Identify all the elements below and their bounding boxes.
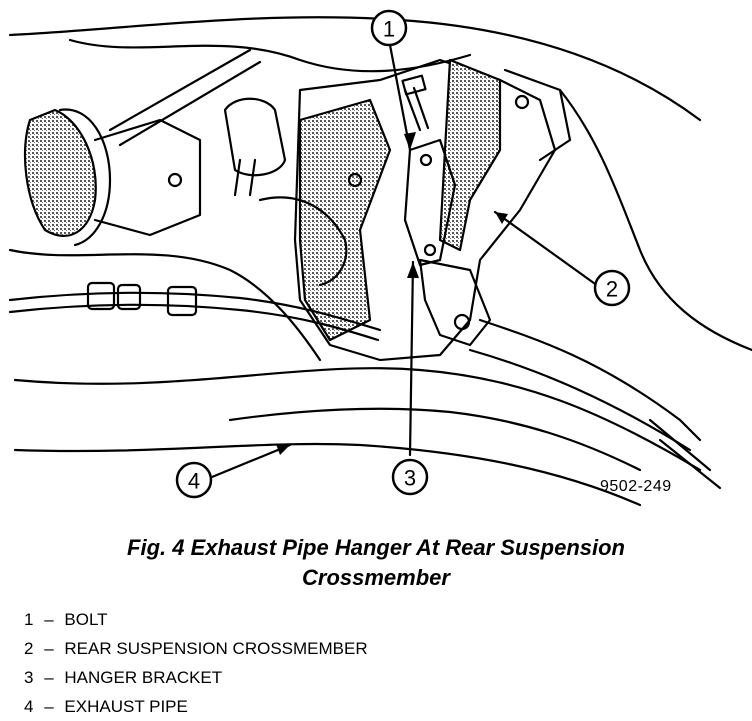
shock-stud xyxy=(233,158,257,197)
crossmember-lower-rail-2 xyxy=(468,348,692,452)
brake-line xyxy=(8,291,382,332)
callout-circle-2 xyxy=(593,269,631,307)
leader-line-4 xyxy=(210,443,292,479)
leader-line-3 xyxy=(408,260,415,457)
legend-number: 3 xyxy=(24,668,34,687)
body-contour xyxy=(8,248,322,362)
bolt-shank xyxy=(403,86,430,132)
left-mount-bracket xyxy=(93,118,202,237)
parts-legend: 1 – BOLT 2 – REAR SUSPENSION CROSSMEMBER… xyxy=(24,605,368,721)
legend-label: REAR SUSPENSION CROSSMEMBER xyxy=(64,639,368,658)
legend-dash: – xyxy=(44,697,54,716)
legend-number: 4 xyxy=(24,697,34,716)
leader-line-2 xyxy=(493,210,600,288)
legend-label: BOLT xyxy=(64,610,108,629)
crossmember-shaded-face-right xyxy=(438,58,502,252)
left-mount-ring xyxy=(58,108,112,247)
legend-item: 1 – BOLT xyxy=(24,605,368,634)
right-mount-hole xyxy=(514,94,530,110)
shock-stud-housing xyxy=(223,97,287,177)
brake-fitting-2 xyxy=(116,283,142,311)
legend-dash: – xyxy=(44,668,54,687)
caption-line-1: Fig. 4 Exhaust Pipe Hanger At Rear Suspe… xyxy=(127,535,625,560)
bracket-hole xyxy=(419,153,433,167)
left-mount-bolt xyxy=(167,172,183,188)
brake-fitting-1 xyxy=(86,281,116,311)
hanger-bracket xyxy=(403,138,457,267)
arrowhead-1 xyxy=(404,132,416,150)
legend-item: 3 – HANGER BRACKET xyxy=(24,663,368,692)
legend-label: EXHAUST PIPE xyxy=(64,697,188,716)
legend-item: 2 – REAR SUSPENSION CROSSMEMBER xyxy=(24,634,368,663)
right-bracket xyxy=(503,68,572,162)
legend-label: HANGER BRACKET xyxy=(64,668,223,687)
left-rod xyxy=(108,48,262,147)
callout-number-4: 4 xyxy=(188,469,200,494)
floor-pan-curve xyxy=(68,38,472,73)
leader-line-1 xyxy=(388,43,412,152)
exhaust-pipe-upper-edge xyxy=(13,367,702,472)
callout-number-2: 2 xyxy=(606,277,618,302)
body-rail-right xyxy=(558,88,752,352)
legend-number: 2 xyxy=(24,639,34,658)
callout-number-1: 1 xyxy=(383,17,395,42)
legend-item: 4 – EXHAUST PIPE xyxy=(24,692,368,721)
exhaust-hanger-illustration: 1 2 3 4 xyxy=(8,9,752,507)
crossmember-shaded-face xyxy=(298,98,392,342)
isolator-hole xyxy=(453,313,471,331)
figure-caption: Fig. 4 Exhaust Pipe Hanger At Rear Suspe… xyxy=(20,533,732,593)
arrowhead-2 xyxy=(495,212,508,224)
left-mount-bushing xyxy=(23,108,97,237)
tail-rod xyxy=(648,418,722,490)
arrowhead-4 xyxy=(276,444,290,455)
legend-dash: – xyxy=(44,639,54,658)
legend-number: 1 xyxy=(24,610,34,629)
callout-number-3: 3 xyxy=(404,466,416,491)
exhaust-pipe-inner xyxy=(228,407,642,472)
crossmember-lower-rail xyxy=(478,318,702,442)
legend-dash: – xyxy=(44,610,54,629)
figure-id: 9502-249 xyxy=(600,478,672,495)
callout-circle-4 xyxy=(175,461,213,499)
bolt-head xyxy=(401,74,427,96)
center-arm-bolt xyxy=(347,172,363,188)
center-arm xyxy=(258,196,348,287)
hanger-isolator xyxy=(418,258,492,347)
brake-line-2 xyxy=(8,303,380,342)
brake-fitting-3 xyxy=(166,285,198,317)
caption-line-2: Crossmember xyxy=(302,565,450,590)
callout-circle-3 xyxy=(391,458,429,496)
bracket-hole-lower xyxy=(423,243,437,257)
exhaust-pipe-lower-edge xyxy=(13,442,642,507)
arrowhead-3 xyxy=(407,262,419,278)
callout-circle-1 xyxy=(370,9,408,47)
